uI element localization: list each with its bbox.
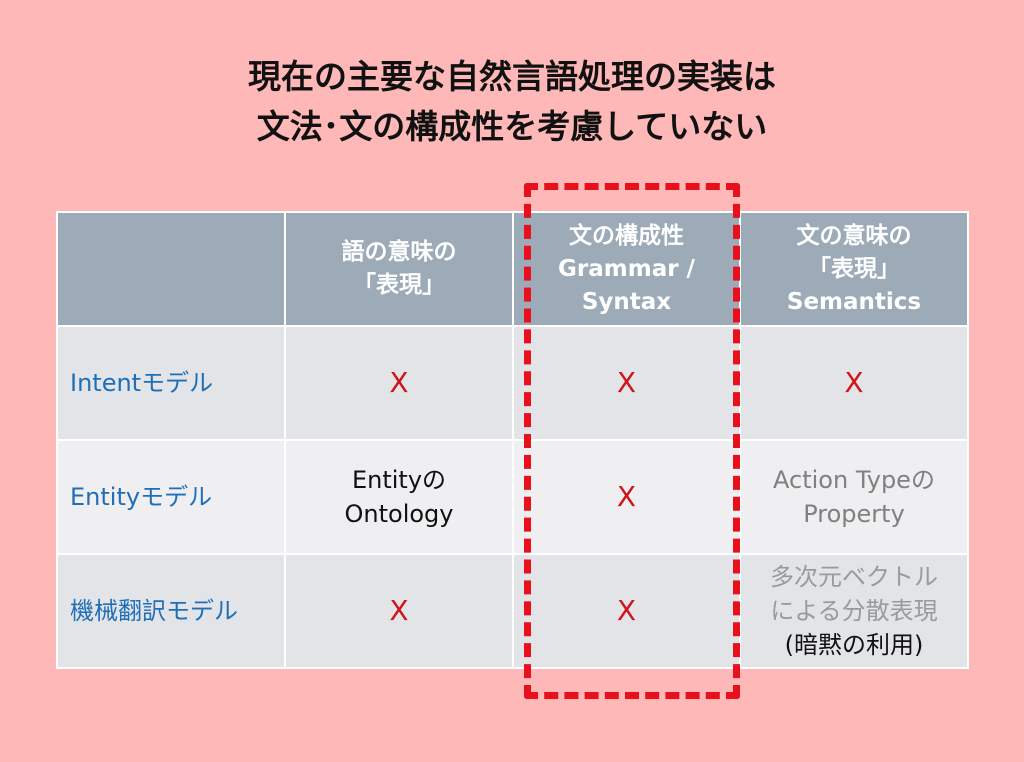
cell-text: Entityの — [351, 466, 447, 494]
table-cell: X — [512, 553, 741, 669]
table-cell: 多次元ベクトル による分散表現 (暗黙の利用) — [739, 553, 969, 669]
table-header-row: 語の意味の 「表現」 文の構成性 Grammar / Syntax 文の意味の … — [56, 211, 969, 327]
table-row: 機械翻訳モデル X X 多次元ベクトル による分散表現 (暗黙の利用) — [56, 553, 969, 669]
table-row: Intentモデル X X X — [56, 325, 969, 441]
header-text: 語の意味の — [341, 239, 457, 265]
cell-text: 多次元ベクトル — [770, 563, 938, 591]
cell-text: による分散表現 — [770, 597, 938, 625]
cell-text: Action Typeの — [773, 466, 935, 494]
x-mark: X — [616, 479, 637, 513]
header-cell-word-meaning: 語の意味の 「表現」 — [284, 211, 514, 327]
header-text: 文の意味の — [796, 222, 912, 249]
header-text: Syntax — [581, 288, 672, 315]
x-mark: X — [616, 593, 637, 627]
table-cell: Entityの Ontology — [284, 439, 514, 555]
header-cell-empty — [56, 211, 286, 327]
cell-text: (暗黙の利用) — [784, 631, 924, 659]
comparison-table: 語の意味の 「表現」 文の構成性 Grammar / Syntax 文の意味の … — [56, 211, 969, 669]
table-cell: X — [512, 325, 741, 441]
header-text: 文の構成性 — [569, 222, 684, 249]
header-text: Semantics — [786, 288, 922, 315]
header-text: 「表現」 — [353, 272, 445, 298]
title-line-2: 文法･文の構成性を考慮していない — [256, 107, 768, 146]
table-cell: X — [284, 553, 514, 669]
header-text: 「表現」 — [808, 255, 900, 282]
x-mark: X — [389, 593, 409, 627]
table-cell: X — [512, 439, 741, 555]
table-row: Entityモデル Entityの Ontology X Action Type… — [56, 439, 969, 555]
x-mark: X — [616, 365, 637, 399]
header-cell-sentence-meaning: 文の意味の 「表現」 Semantics — [739, 211, 969, 327]
table-cell: Action Typeの Property — [739, 439, 969, 555]
row-label-mt-model: 機械翻訳モデル — [56, 553, 286, 669]
x-mark: X — [389, 365, 409, 399]
cell-text: Ontology — [344, 500, 454, 528]
slide-title: 現在の主要な自然言語処理の実装は 文法･文の構成性を考慮していない — [0, 52, 1024, 152]
table-cell: X — [284, 325, 514, 441]
row-label-entity-model: Entityモデル — [56, 439, 286, 555]
row-label-intent-model: Intentモデル — [56, 325, 286, 441]
cell-text: Property — [803, 500, 905, 528]
title-line-1: 現在の主要な自然言語処理の実装は — [248, 57, 776, 96]
header-text: Grammar / — [558, 255, 695, 282]
x-mark: X — [844, 365, 864, 399]
header-cell-compositionality: 文の構成性 Grammar / Syntax — [512, 211, 741, 327]
table-cell: X — [739, 325, 969, 441]
